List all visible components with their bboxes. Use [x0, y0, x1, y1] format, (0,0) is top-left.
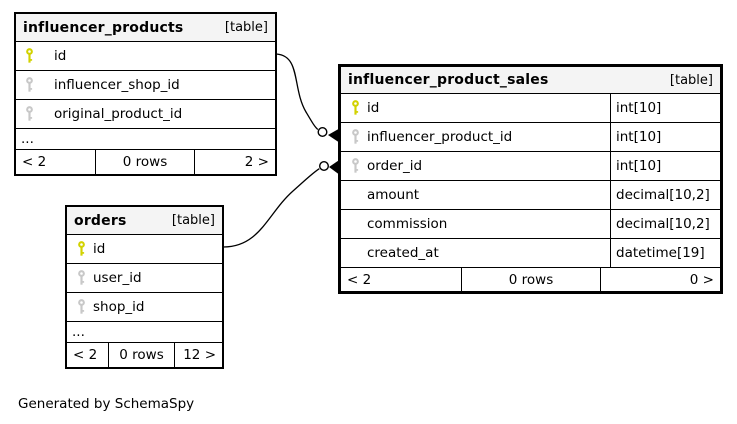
foreign-key-icon — [341, 128, 367, 146]
column-name: id — [367, 100, 380, 116]
column-name: influencer_shop_id — [54, 77, 180, 93]
table-influencer-products: influencer_products [table] id influence… — [14, 12, 277, 176]
column-row-influencer-product-id: influencer_product_id int[10] — [341, 123, 720, 152]
table-title: influencer_products — [23, 19, 184, 36]
generated-by-note: Generated by SchemaSpy — [18, 396, 195, 412]
footer-children: 2 > — [244, 154, 269, 170]
connector-products-to-sales — [276, 53, 339, 142]
foreign-key-icon — [341, 157, 367, 175]
table-footer: < 2 0 rows 0 > — [341, 268, 720, 291]
column-row-id: id int[10] — [341, 94, 720, 123]
footer-row-count: 0 rows — [462, 268, 601, 291]
column-row-created-at: created_at datetime[19] — [341, 239, 720, 268]
column-row-shop-id: shop_id — [67, 293, 222, 322]
column-row-amount: amount decimal[10,2] — [341, 181, 720, 210]
column-row-id: id — [67, 235, 222, 264]
table-footer: < 2 0 rows 2 > — [16, 150, 275, 174]
primary-key-icon — [67, 240, 93, 258]
column-type: decimal[10,2] — [610, 181, 720, 209]
column-type: int[10] — [610, 94, 720, 122]
column-name: created_at — [367, 245, 439, 261]
ellipsis-row: ... — [67, 322, 222, 343]
table-type-badge: [table] — [171, 213, 215, 228]
column-name: amount — [367, 187, 420, 203]
table-header-orders[interactable]: orders [table] — [67, 207, 222, 235]
column-row-commission: commission decimal[10,2] — [341, 210, 720, 239]
table-orders: orders [table] id user_id shop_id ... < … — [65, 205, 224, 369]
footer-parents: < 2 — [67, 343, 109, 367]
column-name: shop_id — [93, 299, 145, 315]
column-name: id — [93, 241, 106, 257]
table-influencer-product-sales: influencer_product_sales [table] id int[… — [338, 64, 723, 294]
footer-children: 0 > — [689, 271, 714, 288]
column-name: order_id — [367, 158, 423, 174]
column-name: commission — [367, 216, 448, 232]
footer-parents: < 2 — [341, 268, 462, 291]
column-type: datetime[19] — [610, 239, 720, 267]
footer-row-count: 0 rows — [109, 343, 175, 367]
footer-parents: < 2 — [16, 150, 96, 174]
footer-children: 12 > — [183, 347, 216, 363]
table-title: influencer_product_sales — [348, 72, 549, 88]
foreign-key-icon — [67, 298, 93, 316]
table-type-badge: [table] — [224, 20, 268, 35]
footer-row-count: 0 rows — [96, 150, 195, 174]
column-name: user_id — [93, 270, 142, 286]
table-title: orders — [74, 212, 127, 229]
column-name: original_product_id — [54, 106, 183, 122]
zero-or-one-circle-icon — [317, 126, 328, 137]
arrowhead-icon — [328, 129, 339, 142]
table-header-influencer-products[interactable]: influencer_products [table] — [16, 14, 275, 42]
column-row-original-product-id: original_product_id — [16, 100, 275, 129]
primary-key-icon — [16, 47, 54, 65]
table-type-badge: [table] — [669, 72, 713, 88]
foreign-key-icon — [16, 76, 54, 94]
foreign-key-icon — [67, 269, 93, 287]
column-type: int[10] — [610, 123, 720, 151]
column-row-id: id — [16, 42, 275, 71]
table-footer: < 2 0 rows 12 > — [67, 343, 222, 367]
column-name: id — [54, 48, 67, 64]
column-row-influencer-shop-id: influencer_shop_id — [16, 71, 275, 100]
column-row-order-id: order_id int[10] — [341, 152, 720, 181]
column-type: decimal[10,2] — [610, 210, 720, 238]
column-name: influencer_product_id — [367, 129, 513, 145]
ellipsis-row: ... — [16, 129, 275, 150]
column-type: int[10] — [610, 152, 720, 180]
column-row-user-id: user_id — [67, 264, 222, 293]
foreign-key-icon — [16, 105, 54, 123]
table-header-influencer-product-sales[interactable]: influencer_product_sales [table] — [341, 67, 720, 94]
zero-or-one-circle-icon — [319, 160, 330, 171]
primary-key-icon — [341, 99, 367, 117]
